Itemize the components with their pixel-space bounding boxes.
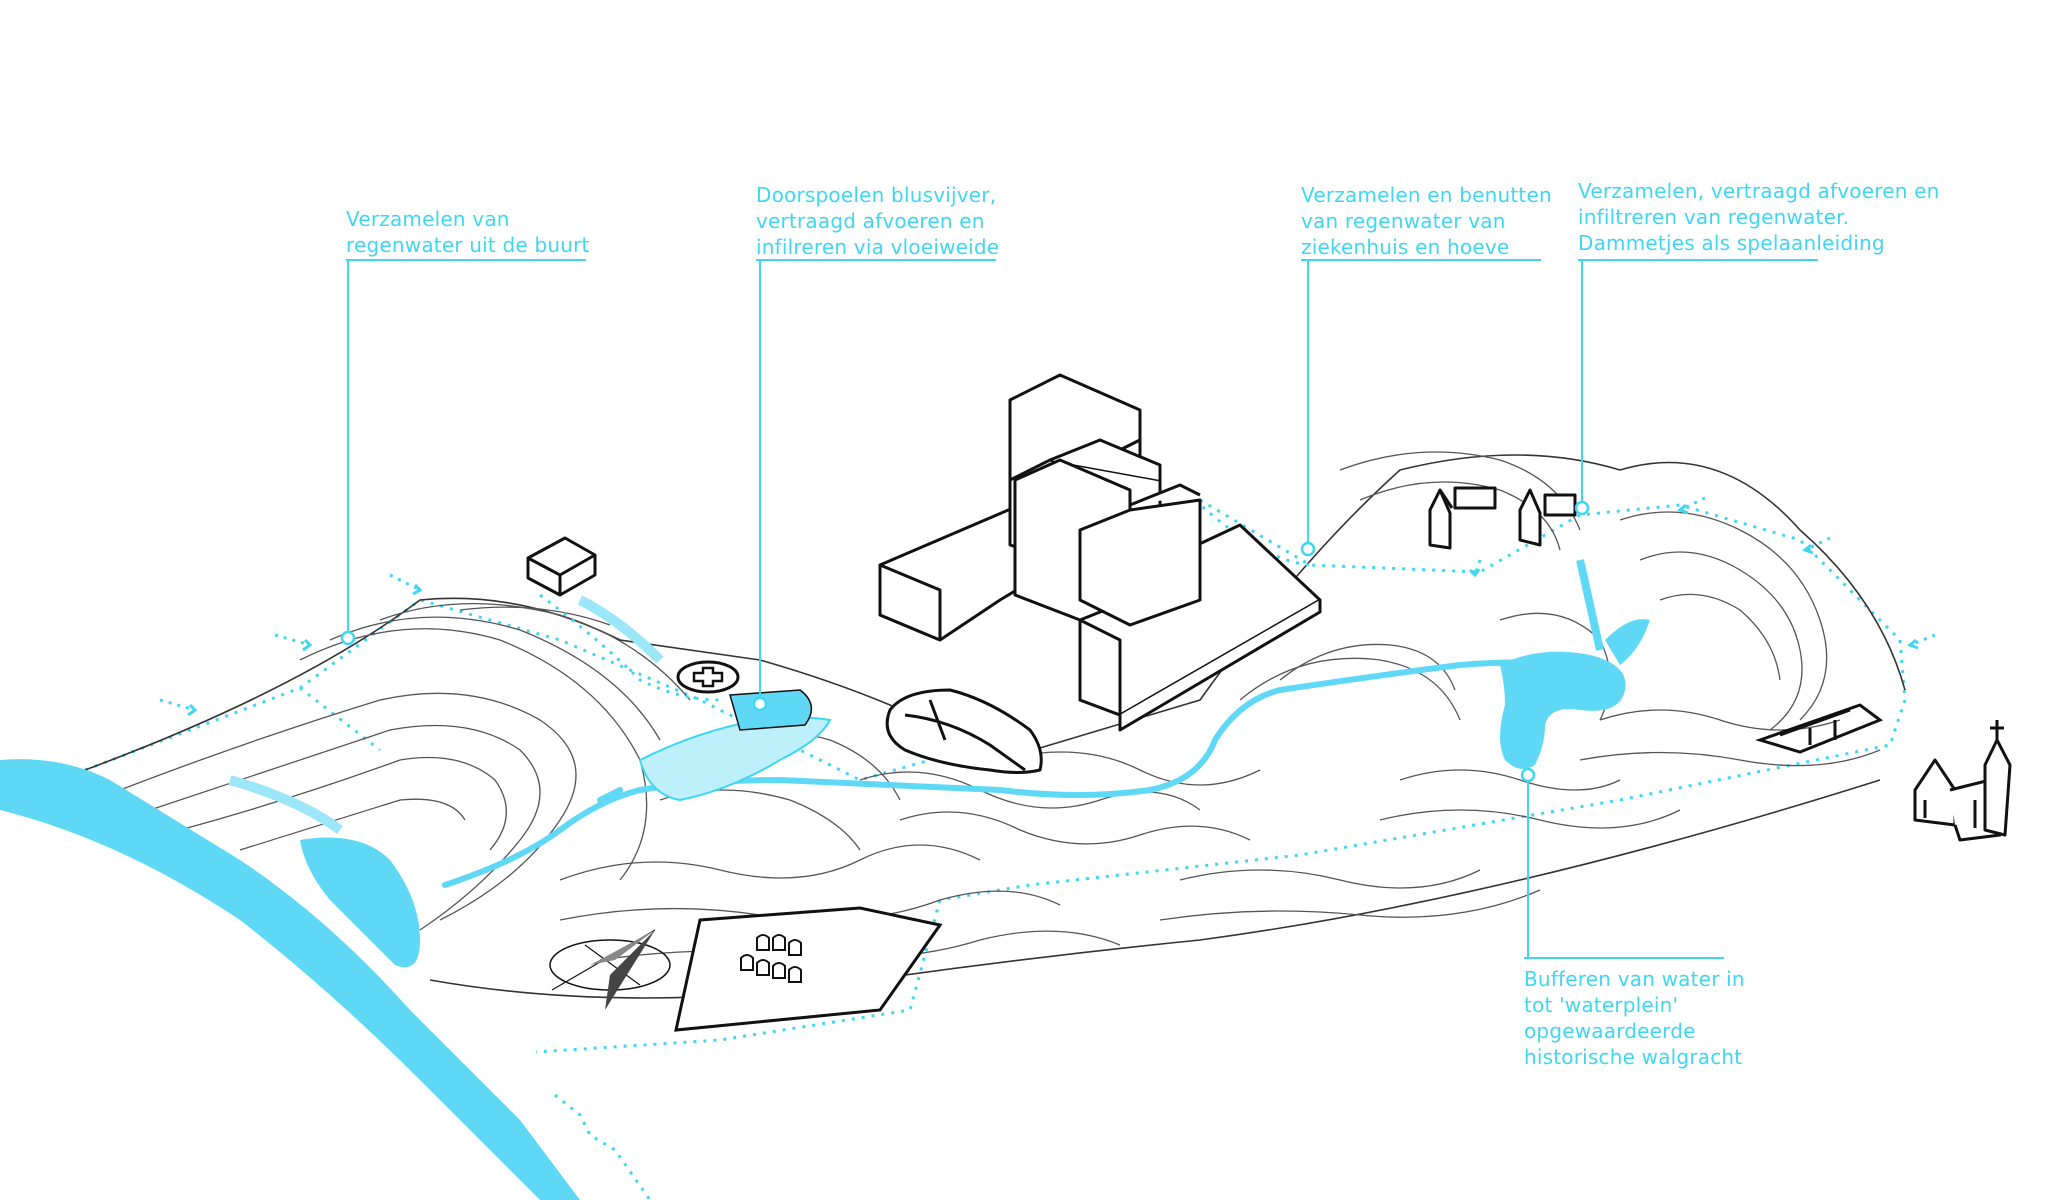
hospital-cross-icon <box>676 660 740 694</box>
hospital-building <box>878 373 1322 732</box>
callout-waterplein-buffer: Bufferen van water in tot 'waterplein' o… <box>1524 966 1745 1070</box>
callout-collect-rainwater-neighborhood: Verzamelen van regenwater uit de buurt <box>346 206 590 258</box>
callout-leaders <box>346 259 1818 959</box>
farmhouse-icon <box>1428 486 1577 550</box>
callout-line: Verzamelen, vertraagd afvoeren en <box>1578 179 1940 203</box>
callout-line: ziekenhuis en hoeve <box>1301 235 1510 259</box>
callout-line: Bufferen van water in <box>1524 967 1745 991</box>
callout-line: van regenwater van <box>1301 209 1506 233</box>
flow-paths <box>539 498 1311 702</box>
waterplein-pond <box>1500 559 1650 769</box>
callout-flush-fire-pond: Doorspoelen blusvijver, vertraagd afvoer… <box>756 182 999 260</box>
callout-line: infiltreren van regenwater. <box>1578 205 1850 229</box>
callout-line: tot 'waterplein' <box>1524 993 1679 1017</box>
stream <box>442 659 1573 888</box>
flow-arrow-icon <box>159 496 1936 717</box>
coastal-water <box>0 759 652 1200</box>
callout-line: Doorspoelen blusvijver, <box>756 183 997 207</box>
callout-line: Dammetjes als spelaanleiding <box>1578 231 1885 255</box>
cemetery-plot <box>674 906 943 1032</box>
callout-line: historische walgracht <box>1524 1045 1743 1069</box>
callout-anchors <box>340 500 1590 783</box>
church-icon <box>1913 720 2012 842</box>
callout-line: regenwater uit de buurt <box>346 233 590 257</box>
callout-line: opgewaardeerde <box>1524 1019 1696 1043</box>
site-boundary <box>84 498 1907 1054</box>
compass-icon <box>549 929 671 1010</box>
callout-collect-hospital-farm: Verzamelen en benutten van regenwater va… <box>1301 182 1552 260</box>
infiltration-meadow <box>577 595 832 802</box>
shed-building <box>526 536 597 597</box>
historic-foundation <box>1755 703 1884 754</box>
rock-object <box>885 688 1043 774</box>
callout-line: vertraagd afvoeren en <box>756 209 985 233</box>
callout-dams-play: Verzamelen, vertraagd afvoeren en infilt… <box>1578 178 1940 256</box>
callout-line: Verzamelen en benutten <box>1301 183 1552 207</box>
callout-line: Verzamelen van <box>346 207 510 231</box>
terrain-outline <box>84 454 1906 999</box>
callout-line: infilreren via vloeiweide <box>756 235 1000 259</box>
